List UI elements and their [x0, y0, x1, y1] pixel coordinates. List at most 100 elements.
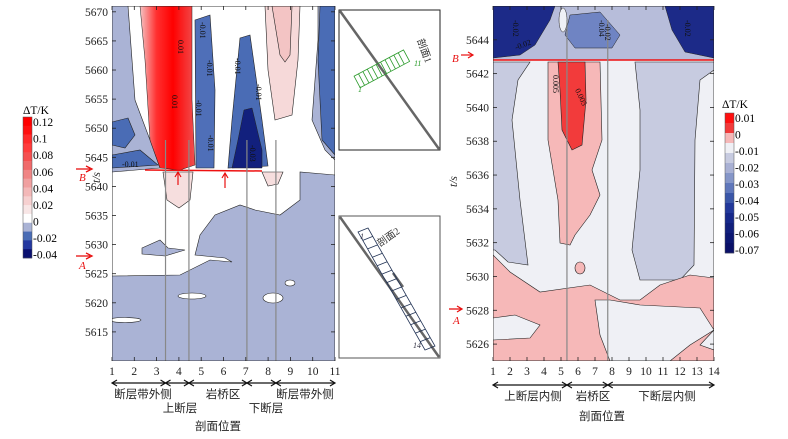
region-label: 下断层 — [249, 401, 284, 415]
white-gap-lower — [594, 299, 714, 361]
region-label: 岩桥区 — [206, 387, 241, 401]
gray-blue-region-left — [493, 61, 531, 266]
colorbar-frame — [22, 116, 33, 259]
arrow-head-icon — [329, 379, 337, 387]
colorbar-swatch — [725, 213, 734, 224]
white-island-4 — [112, 317, 142, 323]
y-tick-label: 5615 — [85, 327, 108, 339]
colorbar-frame — [724, 112, 735, 254]
left-region-arrows — [110, 379, 337, 387]
y-tick-label: 5626 — [466, 339, 489, 351]
up-arrows — [174, 170, 229, 188]
x-tick-label: 5 — [558, 366, 564, 378]
marker-b-left: B — [76, 165, 94, 184]
right-contour-plot — [493, 6, 714, 361]
x-tick-label: 3 — [154, 366, 160, 378]
light-oval — [558, 7, 568, 33]
marker-a-left: A — [76, 252, 94, 272]
top-band-dark-left — [493, 6, 556, 59]
right-colorbar-title: ΔT/K — [722, 99, 749, 111]
colorbar-tick-label: -0.02 — [33, 233, 57, 245]
colorbar-swatch — [23, 222, 32, 232]
colorbar-swatch — [23, 231, 32, 241]
fault-trace — [338, 10, 441, 150]
right-region-arrows — [491, 381, 716, 389]
colorbar-swatch — [23, 205, 32, 215]
colorbar-swatch — [23, 196, 32, 206]
red-core — [557, 61, 587, 151]
white-island-1 — [262, 292, 284, 304]
white-island-3 — [177, 292, 207, 300]
colorbar-swatch — [23, 143, 32, 153]
pink-tip — [271, 6, 293, 63]
colorbar-tick-label: 0.08 — [33, 150, 53, 162]
y-tick-label: 5632 — [466, 238, 489, 250]
y-tick-label: 5625 — [85, 269, 108, 281]
colorbar-swatch — [23, 249, 32, 259]
colorbar-tick-label: 0.06 — [33, 167, 53, 179]
colorbar-tick-label: 0.02 — [33, 200, 53, 212]
y-tick-label: 5640 — [85, 181, 108, 193]
colorbar-swatch — [725, 173, 734, 184]
y-tick-label: 5640 — [466, 102, 489, 114]
colorbar-swatch — [725, 193, 734, 204]
x-tick-label: 1 — [109, 366, 115, 378]
contour-label: -0.02 — [683, 20, 692, 37]
blue-island — [141, 239, 186, 257]
marker-label: B — [452, 53, 459, 65]
y-tick-label: 5642 — [466, 69, 489, 81]
arrow-head-icon — [565, 381, 573, 389]
colorbar-swatch — [725, 233, 734, 244]
y-tick-label: 5645 — [85, 152, 108, 164]
red-interface-line — [144, 169, 263, 172]
x-tick-label: 8 — [609, 366, 615, 378]
arrow-head-icon — [467, 51, 475, 59]
left-x-axis-label: 剖面位置 — [195, 419, 241, 433]
colorbar-swatch — [23, 117, 32, 127]
pink-region-right — [264, 6, 301, 121]
colorbar-swatch — [725, 113, 734, 124]
arrow-head-icon — [187, 379, 195, 387]
x-tick-label: 5 — [198, 366, 204, 378]
x-tick-label: 14 — [708, 366, 720, 378]
colorbar-swatch — [725, 183, 734, 194]
x-tick-label: 1 — [490, 366, 496, 378]
x-tick-label: 9 — [626, 366, 632, 378]
colorbar-swatch — [23, 161, 32, 171]
arrow-head-icon — [274, 379, 282, 387]
region-label: 断层带外侧 — [114, 387, 172, 401]
colorbar-swatch — [725, 133, 734, 144]
arrow-head-icon — [245, 379, 253, 387]
y-tick-label: 5670 — [85, 7, 108, 19]
contour-label: 0.01 — [176, 40, 185, 54]
white-island-2 — [284, 279, 296, 287]
colorbar-swatch — [23, 178, 32, 188]
section-end-label: 1 — [358, 85, 362, 94]
colorbar-tick-label: -0.05 — [735, 212, 759, 224]
contour-label: -0.01 — [194, 100, 203, 117]
colorbar-tick-label: -0.02 — [735, 162, 759, 174]
contour-label: -0.01 — [206, 135, 215, 152]
contour-label: -0.02 — [511, 20, 520, 37]
marker-b-right: B — [452, 51, 475, 65]
y-tick-label: 5630 — [466, 271, 489, 283]
y-tick-label: 5660 — [85, 65, 108, 77]
blue-strip-right — [317, 6, 335, 156]
colorbar-swatch — [725, 143, 734, 154]
colorbar-tick-label: -0.01 — [735, 146, 759, 158]
section-end-label: 1 — [360, 232, 364, 241]
colorbar-swatch — [725, 163, 734, 174]
region-label: 岩桥区 — [576, 389, 611, 403]
marker-label: A — [452, 315, 460, 327]
x-tick-label: 10 — [640, 366, 652, 378]
y-tick-label: 5650 — [85, 123, 108, 135]
colorbar-swatch — [23, 187, 32, 197]
arrow-head-icon — [456, 305, 464, 313]
arrow-up-icon — [174, 170, 182, 185]
contour-label: -0.01 — [254, 84, 263, 101]
y-tick-label: 5655 — [85, 94, 108, 106]
blue-patch-left — [112, 117, 136, 149]
y-tick-label: 5635 — [85, 211, 108, 223]
